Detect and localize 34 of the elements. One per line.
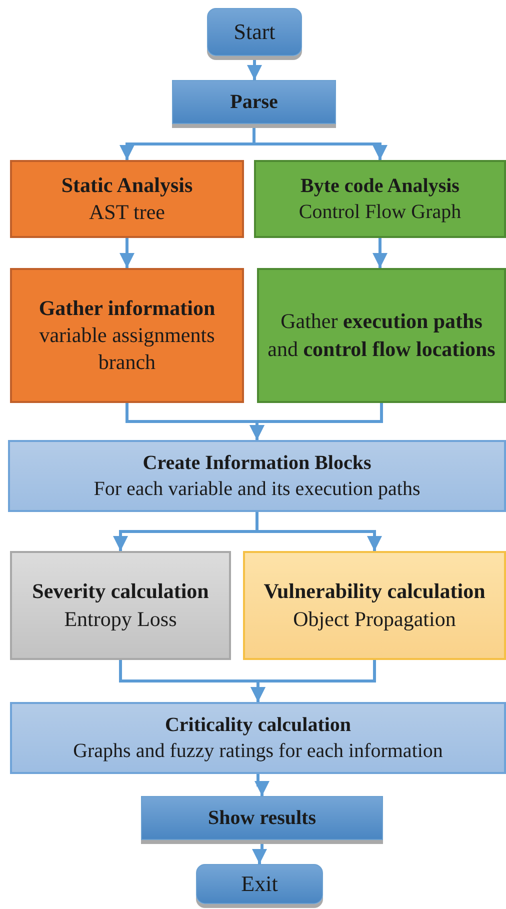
box-text: variable assignments branch <box>38 322 216 376</box>
arrow <box>372 238 388 268</box>
box-heading: Criticality calculation <box>164 713 352 738</box>
box-text: Exit <box>241 870 278 898</box>
box-text: Entropy Loss <box>64 606 177 632</box>
box-heading: Gather information <box>38 294 216 322</box>
arrow <box>120 238 134 268</box>
arrow <box>252 128 388 160</box>
box-text: Show results <box>208 806 316 831</box>
process-box <box>10 702 506 774</box>
box-heading: Severity calculation <box>32 578 209 606</box>
box-heading: Create Information Blocks <box>142 451 372 476</box>
box-text: Start <box>234 18 276 46</box>
box-text: Graphs and fuzzy ratings for each information <box>73 739 443 764</box>
box-heading: Static Analysis <box>61 172 193 199</box>
box-heading: Vulnerability calculation <box>264 578 486 606</box>
process-box <box>10 551 231 660</box>
arrow <box>252 844 267 864</box>
process-box <box>257 268 506 403</box>
box-text: Control Flow Graph <box>298 200 462 225</box>
arrow <box>254 774 270 796</box>
box-text: Parse <box>230 90 278 115</box>
arrow <box>250 660 376 702</box>
box-text: Object Propagation <box>293 606 456 632</box>
box-heading: Byte code Analysis <box>300 174 460 199</box>
process-box <box>10 160 244 238</box>
box-text: For each variable and its execution paths <box>94 477 420 502</box>
arrow <box>250 403 383 440</box>
box-text: AST tree <box>88 199 165 226</box>
box-text: Gather execution paths and control flow locations <box>267 308 496 362</box>
process-box <box>10 268 244 403</box>
process-box <box>254 160 506 238</box>
process-box <box>243 551 506 660</box>
process-box <box>8 440 506 512</box>
